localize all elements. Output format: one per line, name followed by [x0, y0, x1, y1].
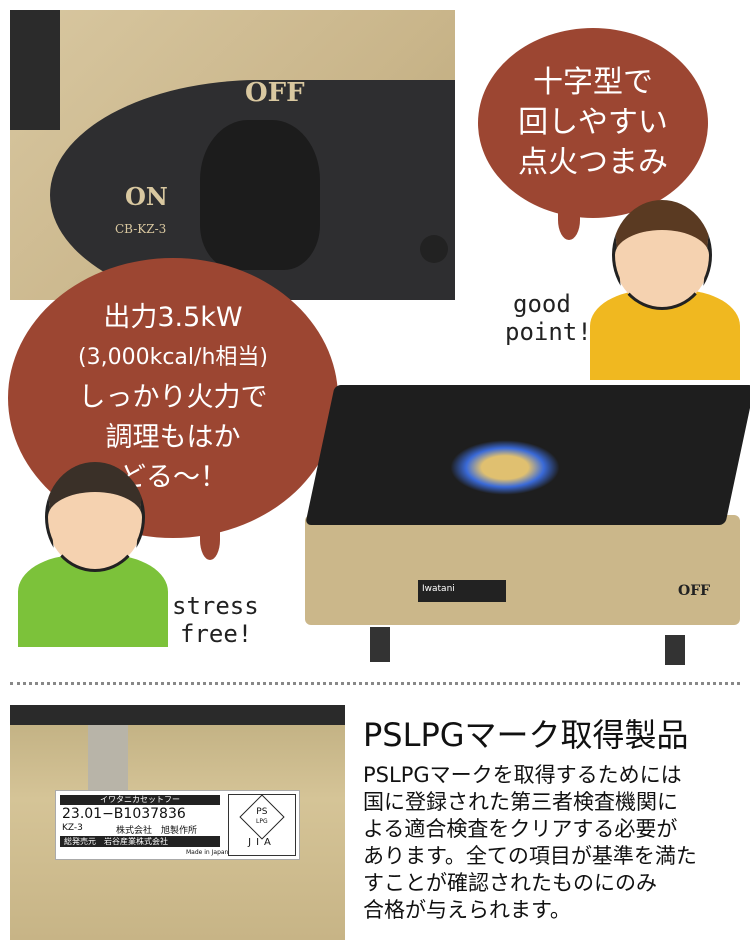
bubble-line: 調理もはか [105, 422, 241, 453]
body-line: 国に登録された第三者検査機関に [363, 790, 678, 814]
body-line: PSLPGマークを取得するためには [363, 763, 682, 787]
body-line: すことが確認されたものにのみ [363, 871, 657, 895]
mark-jia: JIA [248, 837, 276, 848]
tape [88, 725, 128, 795]
stove-body [305, 515, 740, 625]
note-line: good [513, 290, 571, 318]
brand-plate: Iwatani [418, 580, 506, 602]
section-body: PSLPGマークを取得するためには 国に登録された第三者検査機関に よる適合検査… [363, 762, 748, 924]
on-label: ON [125, 182, 168, 211]
mark-lpg: LPG [256, 818, 268, 825]
seller-label: 総発売元 [64, 837, 96, 846]
note-good-point: good point! [505, 290, 592, 346]
dotted-divider [10, 682, 740, 685]
body-line: 合格が与えられます。 [363, 898, 571, 922]
label-photo: イワタニカセットフー 23.01−B1037836 KZ-3 株式会社 旭製作所… [10, 705, 345, 940]
bubble-line: しっかり火力で [78, 382, 268, 413]
knob-photo: OFF ON CB-KZ-3 [10, 10, 455, 300]
seller-name: 岩谷産業株式会社 [104, 837, 168, 846]
stove-edge [10, 10, 60, 130]
stove-off-label: OFF [678, 583, 711, 599]
label-footer: Made in Japan [186, 849, 229, 856]
note-line: stress [172, 592, 259, 620]
body-line: よる適合検査をクリアする必要が [363, 817, 678, 841]
certification-label: イワタニカセットフー 23.01−B1037836 KZ-3 株式会社 旭製作所… [55, 790, 300, 860]
note-stress-free: stress free! [172, 592, 259, 648]
screw-icon [420, 235, 448, 263]
bubble-line: 出力3.5kW [103, 302, 243, 333]
boy-face-left [45, 462, 145, 572]
boy-face-right [612, 200, 712, 310]
speech-bubble-knob: 十字型で 回しやすい 点火つまみ [478, 28, 708, 218]
label-model: KZ-3 [62, 823, 83, 833]
stove-photo: Iwatani OFF [300, 365, 750, 665]
body-line: あります。全ての項目が基準を満た [363, 844, 697, 868]
bubble-line: 回しやすい [518, 105, 668, 140]
note-line: point! [505, 318, 592, 346]
bubble-line: 点火つまみ [518, 145, 668, 180]
stove-foot [665, 635, 685, 665]
model-label: CB-KZ-3 [115, 222, 167, 236]
bubble-drip [558, 200, 580, 240]
speech-bubble-power: 出力3.5kW (3,000kcal/h相当) しっかり火力で 調理もはか どる… [8, 258, 338, 538]
label-seller: 総発売元 岩谷産業株式会社 [60, 836, 220, 847]
bubble-drip [200, 520, 220, 560]
label-title: イワタニカセットフー [60, 795, 220, 805]
mark-ps: PS [256, 807, 268, 817]
ignition-knob [200, 120, 320, 270]
note-line: free! [180, 620, 253, 648]
section-heading: PSLPGマーク取得製品 [363, 716, 689, 754]
burner-flame [450, 440, 560, 495]
stove-edge [10, 705, 345, 725]
bubble-line: (3,000kcal/h相当) [78, 345, 268, 370]
label-maker: 株式会社 旭製作所 [116, 826, 198, 836]
label-serial: 23.01−B1037836 [62, 806, 186, 822]
stove-foot [370, 627, 390, 662]
bubble-line: 十字型で [533, 65, 653, 100]
off-label: OFF [245, 78, 305, 108]
